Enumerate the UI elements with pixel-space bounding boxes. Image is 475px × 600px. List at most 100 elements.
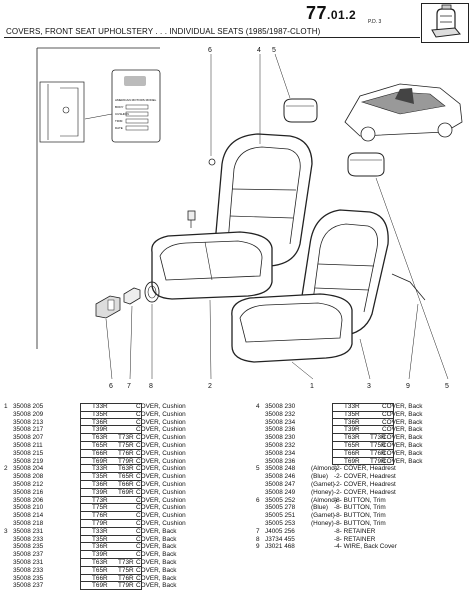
ref-number: 6 [256, 496, 260, 504]
part-number: 35008 218 [13, 519, 44, 527]
trim-code-box [332, 442, 394, 450]
trim-code: T35R [344, 410, 360, 418]
trim-code-box [80, 457, 142, 466]
part-number: 35008 232 [265, 441, 296, 449]
callout-8: 8 [149, 383, 153, 390]
trim-code: T69R [92, 582, 108, 590]
part-number: 35005 251 [265, 512, 296, 520]
trim-code: T63R [92, 434, 108, 442]
seat-cushion-left [151, 231, 273, 300]
part-description: COVER, Cushion [136, 465, 186, 473]
trim-code-box [80, 465, 142, 474]
trim-code: T65R [92, 566, 108, 574]
trim-code-box [80, 551, 142, 559]
trim-code-box [80, 574, 142, 583]
trim-code: T39R [92, 551, 108, 559]
part-description: COVER, Back [382, 434, 423, 442]
part-description: COVER, Cushion [136, 496, 186, 504]
part-description: COVER, Back [382, 426, 423, 434]
part-description: -4- WIRE, Back Cover [334, 543, 397, 551]
parts-row: 35008 247(Garnet)-2- COVER, Headrest [256, 481, 474, 489]
trim-code: T33R [92, 403, 108, 410]
part-description: COVER, Cushion [136, 434, 186, 442]
trim-code-box [80, 434, 142, 442]
retainer-part-8 [123, 287, 141, 305]
trim-code: T33R [344, 403, 360, 410]
part-description: COVER, Back [136, 558, 177, 566]
part-description: COVER, Cushion [136, 441, 186, 449]
trim-code: T75R [118, 441, 134, 449]
trim-code-box [80, 566, 142, 575]
trim-code: T36R [344, 418, 360, 426]
trim-code-box [80, 496, 142, 505]
trim-code: T75R [92, 504, 108, 512]
part-number: 35008 231 [13, 558, 44, 566]
parts-row: 35008 249(Honey)-2- COVER, Headrest [256, 489, 474, 497]
color-code: (Almond) [311, 465, 337, 473]
part-description: COVER, Back [136, 551, 177, 559]
color-code: (Garnet) [311, 480, 335, 488]
trim-code: T63R [118, 465, 134, 473]
callout-2: 2 [208, 383, 212, 390]
trim-code-box [80, 512, 142, 520]
part-number: 35008 233 [13, 535, 44, 543]
part-description: COVER, Back [382, 457, 423, 465]
trim-code: T33R [92, 465, 108, 473]
trim-code-box [332, 457, 394, 466]
part-description: -8- BUTTON, Trim [334, 496, 386, 504]
part-number: 35008 234 [265, 418, 296, 426]
part-number: 35008 205 [13, 403, 44, 410]
trim-code-box [80, 418, 142, 427]
part-number: J4005 256 [265, 527, 295, 535]
part-number: 35008 232 [265, 410, 296, 418]
trim-code-box [80, 488, 142, 497]
trim-code-box [332, 410, 394, 419]
trim-code-box [80, 410, 142, 419]
part-description: COVER, Cushion [136, 473, 186, 481]
exploded-seat-diagram: AMERICAN MOTORS MODEL BODY CUSHION TRIM … [0, 44, 475, 399]
trim-code: T79R [118, 457, 134, 465]
page-number: 77.01.2 [306, 3, 357, 23]
callout-9: 9 [406, 383, 410, 390]
color-code: (Almond) [311, 496, 337, 504]
part-description: COVER, Cushion [136, 457, 186, 465]
callout-7: 7 [127, 383, 131, 390]
trim-code-box [80, 543, 142, 552]
trim-code: T36R [92, 418, 108, 426]
trim-code-box [80, 442, 142, 450]
door-jamb-inset [39, 81, 85, 143]
trim-code: T76R [118, 574, 134, 582]
parts-row: 35005 253(Honey)-8- BUTTON, Trim [256, 520, 474, 528]
part-description: COVER, Back [382, 410, 423, 418]
part-description: COVER, Back [382, 418, 423, 426]
svg-text:AMERICAN MOTORS MODEL: AMERICAN MOTORS MODEL [115, 98, 157, 102]
seat-cushion-right [231, 293, 353, 363]
svg-text:DATE: DATE [115, 126, 123, 130]
color-code: (Honey) [311, 519, 334, 527]
part-description: COVER, Cushion [136, 488, 186, 496]
trim-code-box [80, 527, 142, 536]
trim-code: T65R [118, 473, 134, 481]
part-description: -8- BUTTON, Trim [334, 504, 386, 512]
parts-row: 35008 234 T36R COVER, Back [256, 419, 474, 427]
trim-code-box [332, 418, 394, 427]
trim-tag-card: AMERICAN MOTORS MODEL BODY CUSHION TRIM … [84, 69, 161, 143]
svg-text:TRIM: TRIM [115, 119, 123, 123]
trim-code: T69R [118, 488, 134, 496]
part-number: J3021 468 [265, 543, 295, 551]
color-code: (Garnet) [311, 512, 335, 520]
trim-code-box [80, 504, 142, 513]
trim-code-box [80, 559, 142, 567]
trim-code: T76R [92, 512, 108, 520]
trim-code-box [80, 449, 142, 458]
